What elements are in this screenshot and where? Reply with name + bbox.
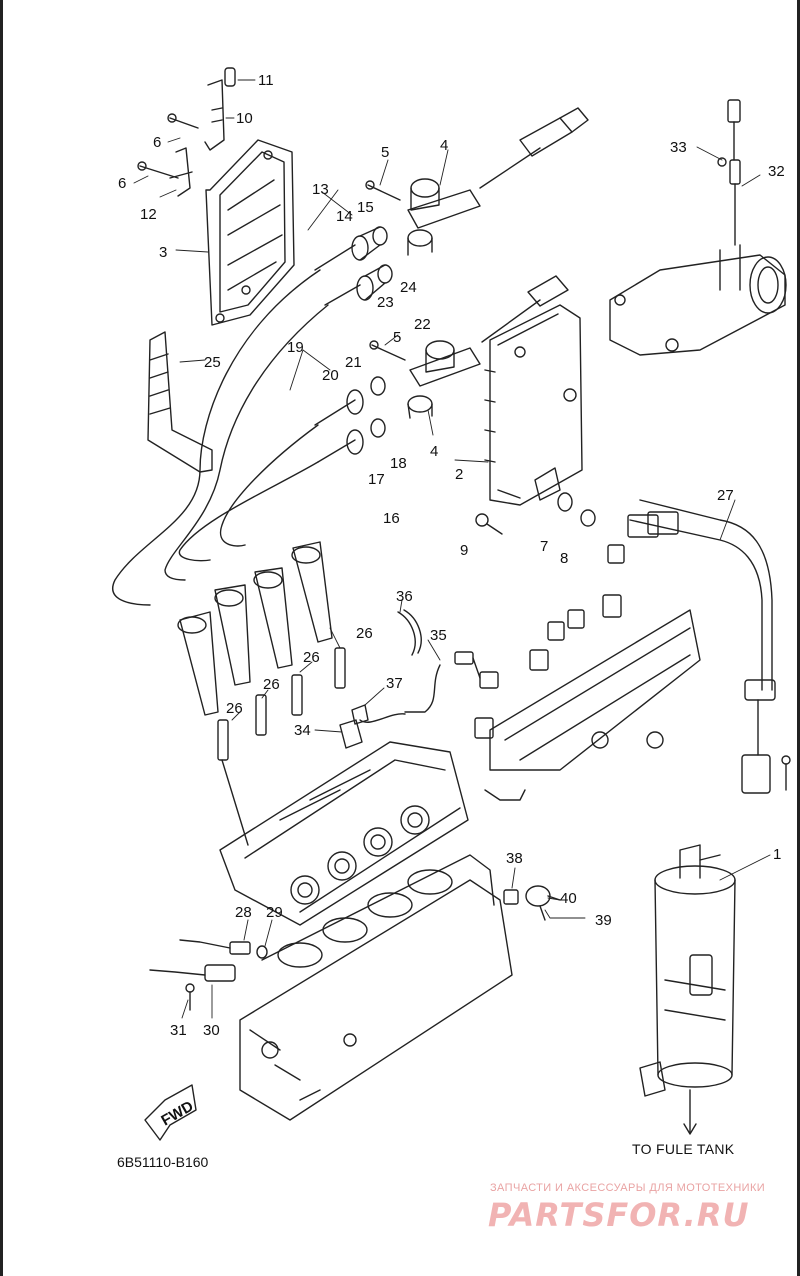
callout-24: 24	[400, 279, 417, 296]
part-cylinder-head[interactable]	[219, 741, 469, 926]
callout-20: 20	[322, 367, 339, 384]
part-grommet-7[interactable]	[557, 492, 573, 512]
fwd-arrow-icon	[144, 1084, 197, 1141]
callout-15: 15	[357, 199, 374, 216]
part-plug-caps-upper[interactable]	[314, 226, 393, 306]
callout-6b: 6	[118, 175, 126, 192]
callout-3: 3	[159, 244, 167, 261]
callout-26b: 26	[303, 649, 320, 666]
part-plug-boots[interactable]	[177, 541, 333, 716]
callout-22: 22	[414, 316, 431, 333]
watermark-logo: PARTSFOR.RU	[488, 1196, 750, 1234]
watermark-tagline: ЗАПЧАСТИ И АКСЕССУАРЫ ДЛЯ МОТОТЕХНИКИ	[490, 1182, 766, 1194]
callout-31: 31	[170, 1022, 187, 1039]
part-sensor-38[interactable]	[503, 889, 519, 905]
part-spark-plugs[interactable]	[217, 647, 346, 846]
part-sensor-37[interactable]	[351, 704, 406, 725]
callout-39: 39	[595, 912, 612, 929]
part-sensor-34[interactable]	[339, 719, 363, 749]
callout-10: 10	[236, 110, 253, 127]
part-plug-caps-lower[interactable]	[314, 376, 386, 463]
part-fuel-pump[interactable]	[639, 844, 736, 1135]
fuel-tank-label: TO FULE TANK	[632, 1141, 735, 1157]
callout-5a: 5	[381, 144, 389, 161]
callout-14: 14	[336, 208, 353, 225]
callout-37: 37	[386, 675, 403, 692]
part-sensor-30[interactable]	[149, 964, 236, 982]
callout-21: 21	[345, 354, 362, 371]
callout-2: 2	[455, 466, 463, 483]
callout-17: 17	[368, 471, 385, 488]
callout-32: 32	[768, 163, 785, 180]
callout-27: 27	[717, 487, 734, 504]
callout-18: 18	[390, 455, 407, 472]
callout-23: 23	[377, 294, 394, 311]
callout-7: 7	[540, 538, 548, 555]
part-bolt-9[interactable]	[475, 513, 503, 535]
callout-33: 33	[670, 139, 687, 156]
part-ignition-coil-upper[interactable]	[407, 107, 589, 256]
callout-4a: 4	[440, 137, 448, 154]
part-washer-29[interactable]	[256, 945, 268, 959]
part-sensor-40[interactable]	[525, 885, 561, 921]
part-clip-10-11[interactable]	[204, 67, 236, 151]
part-screw-6[interactable]	[137, 113, 199, 179]
callout-25: 25	[204, 354, 221, 371]
callout-35: 35	[430, 627, 447, 644]
callout-9: 9	[460, 542, 468, 559]
callout-26a: 26	[356, 625, 373, 642]
part-sensor-harness-35[interactable]	[404, 651, 499, 713]
right-border	[797, 0, 800, 1276]
callout-28: 28	[235, 904, 252, 921]
part-bolt-31[interactable]	[185, 983, 195, 1011]
callout-5b: 5	[393, 329, 401, 346]
callout-29: 29	[266, 904, 283, 921]
part-wire-harness[interactable]	[474, 499, 791, 801]
callout-40: 40	[560, 890, 577, 907]
part-connector-holder[interactable]	[147, 331, 213, 473]
part-throttle-body[interactable]	[609, 244, 787, 356]
part-ht-leads[interactable]	[112, 269, 329, 606]
callout-4b: 4	[430, 443, 438, 460]
callout-19: 19	[287, 339, 304, 356]
part-ecu-unit[interactable]	[484, 304, 583, 506]
part-sensor-lead-36[interactable]	[397, 609, 422, 656]
part-sensor-32-33[interactable]	[717, 99, 741, 246]
part-ignition-coil-lower[interactable]	[407, 275, 569, 419]
part-sensor-28[interactable]	[179, 939, 251, 955]
part-screw-5[interactable]	[365, 180, 406, 361]
fwd-label: FWD	[158, 1098, 196, 1130]
part-bracket-frame[interactable]	[205, 139, 295, 326]
callout-11: 11	[258, 72, 274, 89]
callout-12: 12	[140, 206, 157, 223]
callout-1: 1	[773, 846, 781, 863]
left-border	[0, 0, 3, 1276]
callout-labels: 1 2 3 4 4 5 5 6 6 7 8 9 10 11 12 13 14 1…	[118, 72, 785, 1130]
leader-lines	[133, 79, 771, 1019]
callout-16: 16	[383, 510, 400, 527]
part-engine-block[interactable]	[239, 854, 513, 1121]
diagram-code: 6B51110-B160	[117, 1154, 209, 1170]
callout-26d: 26	[226, 700, 243, 717]
callout-30: 30	[203, 1022, 220, 1039]
callout-6a: 6	[153, 134, 161, 151]
callout-26c: 26	[263, 676, 280, 693]
callout-34: 34	[294, 722, 311, 739]
part-clip-12[interactable]	[169, 147, 193, 197]
callout-36: 36	[396, 588, 413, 605]
callout-38: 38	[506, 850, 523, 867]
part-collar-8[interactable]	[580, 509, 596, 527]
callout-8: 8	[560, 550, 568, 567]
callout-13: 13	[312, 181, 329, 198]
